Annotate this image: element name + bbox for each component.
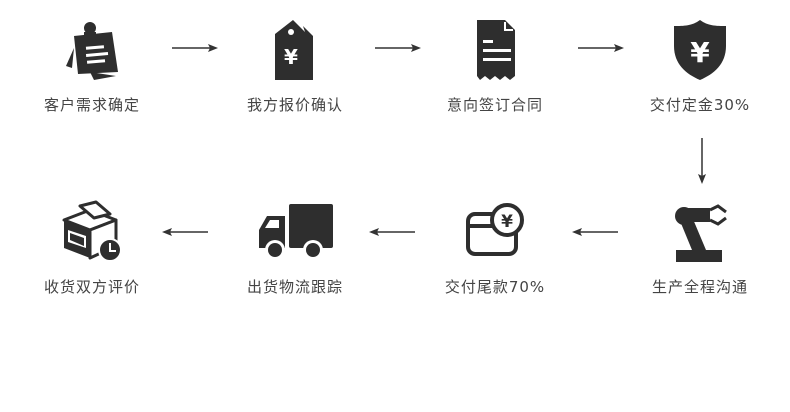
step-label: 客户需求确定 (43, 96, 140, 114)
robot-arm-icon (668, 200, 732, 264)
step-production-communication: 生产全程沟通 (625, 200, 775, 297)
step-label: 生产全程沟通 (651, 278, 748, 296)
step-sign-contract: 意向签订合同 (420, 18, 570, 115)
svg-text:¥: ¥ (690, 36, 710, 69)
shield-yen-icon: ¥ (668, 18, 732, 82)
card-yen-icon: ¥ (463, 200, 527, 264)
step-label: 收货双方评价 (43, 278, 140, 296)
step-receipt-review: 收货双方评价 (17, 200, 167, 297)
step-deposit-payment: ¥ 交付定金30% (625, 18, 775, 115)
arrow-right-icon (375, 43, 421, 53)
arrow-left-icon (369, 227, 415, 237)
step-quote-confirmation: ¥ 我方报价确认 (220, 18, 370, 115)
step-label: 交付尾款70% (444, 278, 546, 296)
step-final-payment: ¥ 交付尾款70% (420, 200, 570, 297)
svg-text:¥: ¥ (284, 45, 298, 69)
step-customer-requirement: 客户需求确定 (17, 18, 167, 115)
box-clock-icon (60, 200, 124, 264)
step-label: 我方报价确认 (246, 96, 343, 114)
price-tag-yen-icon: ¥ (263, 18, 327, 82)
truck-icon (259, 200, 333, 264)
step-label: 交付定金30% (649, 96, 751, 114)
receipt-document-icon (463, 18, 527, 82)
arrow-right-icon (172, 43, 218, 53)
svg-text:¥: ¥ (501, 212, 513, 232)
step-label: 意向签订合同 (446, 96, 543, 114)
step-label: 出货物流跟踪 (246, 278, 343, 296)
arrow-down-icon (697, 138, 707, 184)
sticky-note-icon (60, 18, 124, 82)
step-shipping-tracking: 出货物流跟踪 (220, 200, 370, 297)
arrow-right-icon (578, 43, 624, 53)
arrow-left-icon (572, 227, 618, 237)
arrow-left-icon (162, 227, 208, 237)
